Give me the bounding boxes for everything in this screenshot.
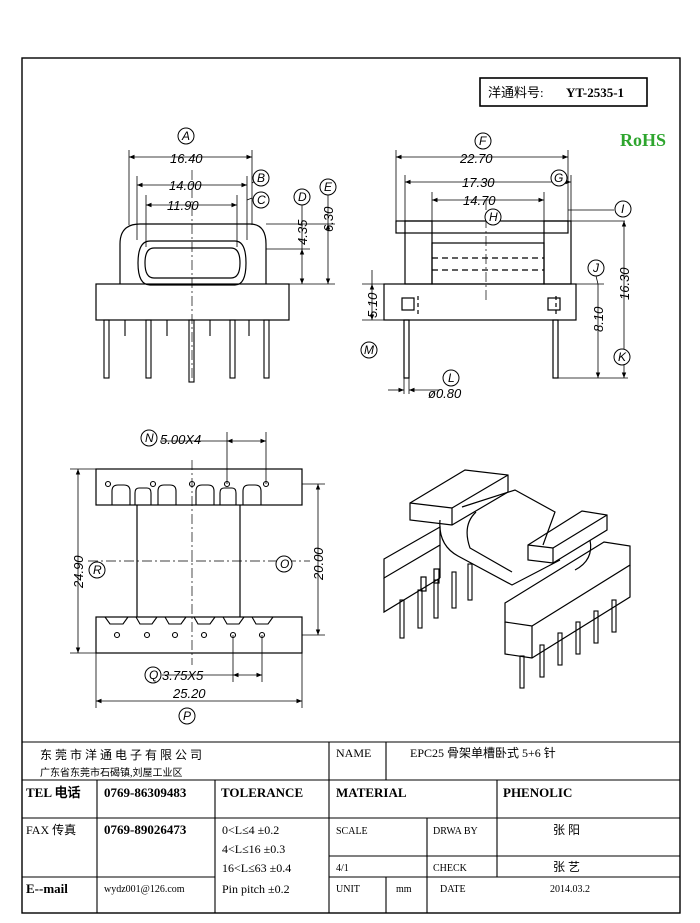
svg-text:K: K (618, 350, 627, 364)
dim-e-value: 6.30 (321, 206, 336, 232)
svg-text:P: P (183, 709, 191, 723)
email-value: wydz001@126.com (104, 884, 185, 895)
callout-letters (88, 127, 632, 725)
svg-text:N: N (145, 431, 154, 445)
sheet-border (21, 57, 681, 914)
name-value: EPC25 骨架单槽卧式 5+6 针 (410, 745, 556, 760)
unit-value: mm (396, 884, 412, 895)
tolerance-row-2: 4<L≤16 ±0.3 (222, 842, 285, 856)
dim-m-value: 5.10 (365, 292, 380, 318)
svg-text:G: G (554, 171, 563, 185)
dim-o-value: 20.00 (311, 547, 326, 581)
rohs-badge: RoHS (620, 130, 666, 150)
dim-f-value: 22.70 (459, 151, 493, 166)
unit-label: UNIT (336, 884, 360, 895)
check-label: CHECK (433, 863, 468, 874)
drawby-label: DRWA BY (433, 826, 478, 837)
scale-label: SCALE (336, 826, 368, 837)
svg-text:F: F (479, 134, 487, 148)
date-value: 2014.03.2 (550, 884, 590, 895)
material-value: PHENOLIC (503, 785, 572, 800)
dim-j-value: 8.10 (591, 306, 606, 332)
dim-k-value: 16.30 (617, 267, 632, 300)
svg-text:L: L (448, 371, 455, 385)
svg-text:B: B (257, 171, 265, 185)
company-name: 东 莞 市 洋 通 电 子 有 限 公 司 (40, 747, 202, 762)
svg-text:J: J (592, 261, 600, 275)
part-number-label: 洋通料号: (488, 85, 544, 100)
bottom-view-dimensions (70, 432, 325, 708)
title-block (22, 741, 680, 913)
material-label: MATERIAL (336, 785, 407, 800)
company-address: 广东省东莞市石碣镇,刘屋工业区 (40, 766, 183, 779)
svg-text:Q: Q (149, 668, 158, 682)
svg-text:A: A (181, 129, 190, 143)
dim-a-value: 16.40 (170, 151, 203, 166)
dim-d-value: 4.35 (295, 219, 310, 245)
tel-value: 0769-86309483 (104, 785, 187, 800)
side-view-dimensions (362, 150, 628, 394)
tolerance-row-4: Pin pitch ±0.2 (222, 882, 290, 896)
tel-label: TEL 电话 (26, 785, 81, 800)
fax-value: 0769-89026473 (104, 822, 187, 837)
svg-text:E: E (324, 180, 333, 194)
isometric-view (383, 469, 631, 689)
side-view (383, 200, 577, 379)
tolerance-row-3: 16<L≤63 ±0.4 (222, 861, 291, 875)
svg-text:C: C (257, 193, 266, 207)
dim-r-value: 24.90 (71, 555, 86, 589)
tolerance-row-1: 0<L≤4 ±0.2 (222, 823, 279, 837)
dim-b-value: 14.00 (169, 178, 202, 193)
part-number-value: YT-2535-1 (566, 85, 624, 100)
svg-text:I: I (621, 202, 625, 216)
dim-l-value: ø0.80 (428, 386, 462, 401)
dim-g-value: 17.30 (462, 175, 495, 190)
dim-p-value: 25.20 (172, 686, 206, 701)
dim-n-value: 5.00X4 (160, 432, 201, 447)
tolerance-label: TOLERANCE (221, 785, 303, 800)
front-view-dimensions (128, 150, 335, 285)
svg-text:O: O (280, 557, 289, 571)
part-number-box: 洋通料号: YT-2535-1 (479, 77, 648, 107)
fax-label: FAX 传真 (26, 822, 76, 837)
email-label: E--mail (26, 881, 68, 896)
svg-text:D: D (298, 190, 307, 204)
name-label: NAME (336, 746, 371, 760)
dim-c-value: 11.90 (167, 198, 199, 213)
front-view (95, 170, 290, 383)
dim-q-value: 3.75X5 (162, 668, 204, 683)
svg-text:M: M (364, 343, 374, 357)
dim-h-value: 14.70 (463, 193, 496, 208)
svg-text:R: R (93, 563, 102, 577)
date-label: DATE (440, 884, 466, 895)
callout-letter-labels: A B C D E F G H I J K L M N O P Q R (93, 129, 627, 723)
drawby-value: 张 阳 (553, 823, 580, 837)
scale-value: 4/1 (336, 863, 349, 874)
bottom-view (88, 460, 310, 665)
check-value: 张 艺 (553, 860, 580, 874)
svg-text:H: H (489, 210, 498, 224)
